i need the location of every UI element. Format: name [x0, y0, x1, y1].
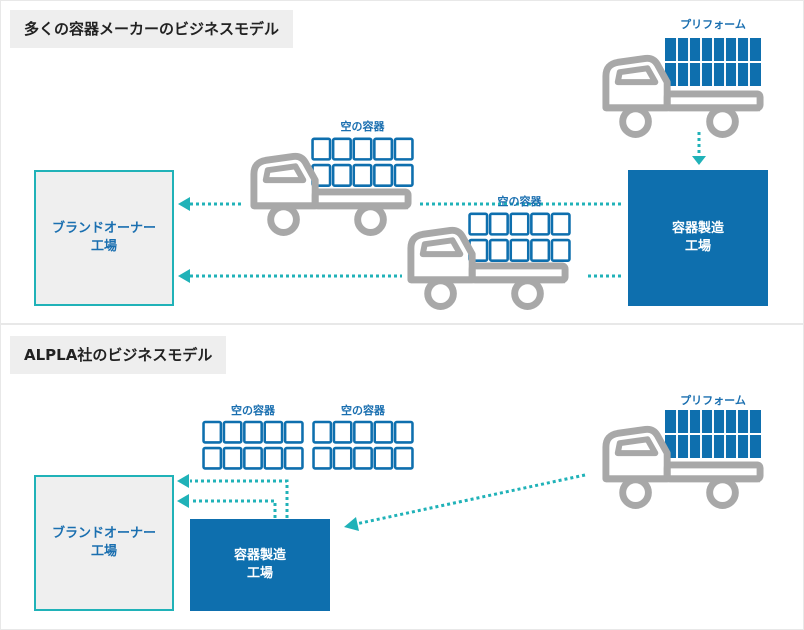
empty-truck-2 — [411, 212, 571, 307]
empty-truck-1 — [254, 137, 414, 233]
preform-cargo-icon — [664, 410, 762, 458]
factory-box-1: 容器製造 工場 — [628, 170, 768, 306]
flow-lines-2 — [190, 479, 289, 518]
empty-container-label-1: 空の容器 — [340, 120, 385, 133]
arrow-left-icon — [178, 197, 190, 211]
flow-lines-1 — [190, 202, 624, 278]
empty-container-label-4: 空の容器 — [341, 404, 385, 417]
flow-line-preform — [355, 473, 586, 526]
preform-truck-2 — [606, 410, 761, 505]
arrow-down-head — [692, 156, 706, 165]
section-2-title: ALPLA社のビジネスモデル — [10, 336, 227, 374]
empty-container-label-3: 空の容器 — [231, 404, 275, 417]
container-grid-icon — [468, 212, 571, 262]
container-grid-icon — [202, 420, 304, 470]
arrow-left-icon — [344, 517, 359, 531]
empty-container-label-2: 空の容器 — [497, 195, 542, 208]
arrow-left-icon — [178, 269, 190, 283]
brand-owner-box-1: ブランドオーナー 工場 — [34, 170, 174, 306]
container-grid-icon — [311, 137, 414, 187]
preform-cargo-icon — [664, 38, 762, 86]
preform-label-1: プリフォーム — [680, 18, 746, 31]
section-1-title: 多くの容器メーカーのビジネスモデル — [10, 10, 294, 48]
preform-label-2: プリフォーム — [680, 394, 746, 407]
arrow-left-icon — [177, 494, 189, 508]
arrow-left-icon — [177, 474, 189, 488]
preform-truck-1 — [606, 38, 761, 134]
factory-box-2: 容器製造 工場 — [190, 519, 330, 611]
brand-owner-box-2: ブランドオーナー 工場 — [34, 475, 174, 611]
container-grid-icon — [312, 420, 414, 470]
